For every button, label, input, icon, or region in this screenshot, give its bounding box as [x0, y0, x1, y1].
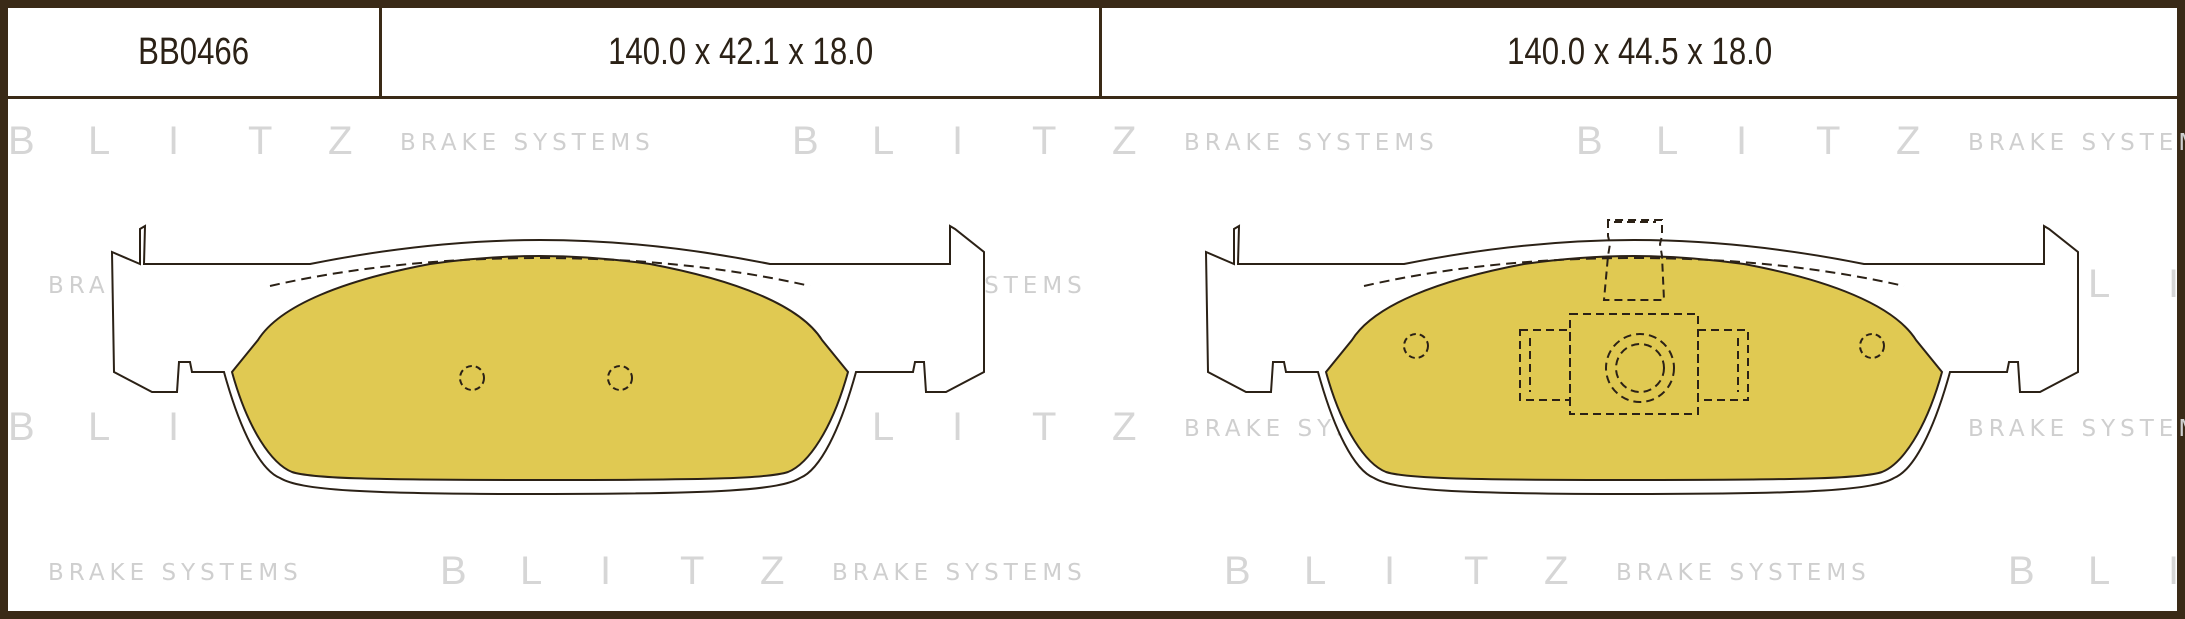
watermark-tagline: BRAKE SYSTEMS: [1616, 560, 1871, 586]
watermark-logo-letter: T: [248, 119, 272, 163]
watermark-tagline: BRAKE SYSTEMS: [400, 130, 655, 156]
watermark-logo-letter: I: [168, 405, 179, 449]
right-dimension-cell: 140.0 x 44.5 x 18.0: [1102, 8, 2177, 96]
watermark-logo-letter: I: [2168, 262, 2179, 306]
watermark-logo-letter: L: [520, 549, 542, 593]
watermark-logo-letter: L: [1656, 119, 1678, 163]
watermark-logo-letter: L: [1304, 549, 1326, 593]
watermark-logo-letter: Z: [760, 549, 784, 593]
watermark-tagline: BRAKE SYSTEMS: [1968, 416, 2185, 442]
right-pad-hole-1: [1403, 333, 1429, 359]
watermark-logo-letter: B: [2008, 549, 2035, 593]
left-brake-pad: [110, 224, 985, 496]
watermark-tagline: BRAKE SYSTEMS: [48, 560, 303, 586]
watermark-logo-letter: B: [8, 405, 35, 449]
watermark-logo-letter: I: [2168, 549, 2179, 593]
watermark-logo-letter: T: [1464, 549, 1488, 593]
watermark-logo-letter: I: [168, 119, 179, 163]
wear-sensor-outline: [1519, 219, 1749, 415]
watermark-logo-letter: I: [1384, 549, 1395, 593]
watermark-tagline: BRAKE SYSTEMS: [832, 560, 1087, 586]
watermark-tagline: BRAKE SYSTEMS: [1968, 130, 2185, 156]
watermark-logo-letter: Z: [328, 119, 352, 163]
watermark-logo-letter: L: [872, 119, 894, 163]
part-number: BB0466: [138, 30, 249, 73]
watermark-logo-letter: I: [952, 405, 963, 449]
left-pad-wear-line: [269, 256, 811, 287]
watermark-logo-letter: L: [872, 405, 894, 449]
part-number-cell: BB0466: [8, 8, 382, 96]
watermark-logo-letter: Z: [1544, 549, 1568, 593]
watermark-logo-letter: L: [88, 119, 110, 163]
left-pad-hole-2: [607, 365, 633, 391]
right-pad-wear-line: [1363, 256, 1905, 287]
watermark-logo-letter: T: [1032, 119, 1056, 163]
watermark-logo-letter: Z: [1896, 119, 1920, 163]
watermark-logo-letter: B: [440, 549, 467, 593]
watermark-logo-letter: I: [952, 119, 963, 163]
watermark-logo-letter: L: [2088, 549, 2110, 593]
watermark-logo-letter: T: [1032, 405, 1056, 449]
right-pad-hole-2: [1859, 333, 1885, 359]
watermark-logo-letter: Z: [1112, 405, 1136, 449]
left-dimension-cell: 140.0 x 42.1 x 18.0: [382, 8, 1102, 96]
watermark-logo-letter: L: [88, 405, 110, 449]
watermark-tagline: BRAKE SYSTEMS: [1184, 130, 1439, 156]
left-pad-hole-1: [459, 365, 485, 391]
right-pad-dimensions: 140.0 x 44.5 x 18.0: [1506, 30, 1773, 73]
watermark-logo-letter: I: [600, 549, 611, 593]
watermark-logo-letter: T: [680, 549, 704, 593]
watermark-logo-letter: T: [1816, 119, 1840, 163]
watermark-logo-letter: L: [2088, 262, 2110, 306]
header-table: BB0466 140.0 x 42.1 x 18.0 140.0 x 44.5 …: [8, 8, 2177, 99]
watermark-logo-letter: B: [1224, 549, 1251, 593]
right-brake-pad: [1204, 219, 2079, 496]
watermark-logo-letter: B: [792, 119, 819, 163]
watermark-logo-letter: I: [1736, 119, 1747, 163]
watermark-logo-letter: Z: [1112, 119, 1136, 163]
watermark-logo-letter: B: [8, 119, 35, 163]
watermark-logo-letter: B: [1576, 119, 1603, 163]
left-pad-dimensions: 140.0 x 42.1 x 18.0: [607, 30, 874, 73]
